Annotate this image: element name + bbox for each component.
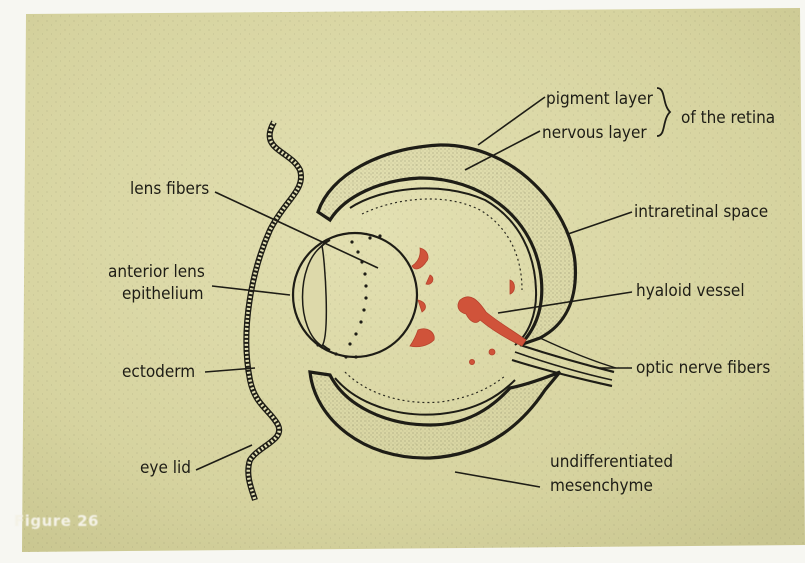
figure-tag: Figure 26 <box>14 512 99 530</box>
label-of-the-retina: of the retina <box>681 108 775 128</box>
label-optic-nerve-fibers: optic nerve fibers <box>636 358 770 378</box>
label-mesenchyme: mesenchyme <box>550 476 653 496</box>
label-nervous-layer: nervous layer <box>542 123 647 143</box>
label-pigment-layer: pigment layer <box>546 89 654 109</box>
label-anterior-lens: anterior lens <box>108 262 205 282</box>
label-ectoderm: ectoderm <box>122 362 195 382</box>
label-epithelium: epithelium <box>122 284 204 304</box>
label-hyaloid-vessel: hyaloid vessel <box>636 281 745 301</box>
label-undifferentiated: undifferentiated <box>550 452 673 472</box>
label-lens-fibers: lens fibers <box>130 179 209 199</box>
label-intraretinal-space: intraretinal space <box>634 202 768 222</box>
label-eye-lid: eye lid <box>140 458 191 478</box>
